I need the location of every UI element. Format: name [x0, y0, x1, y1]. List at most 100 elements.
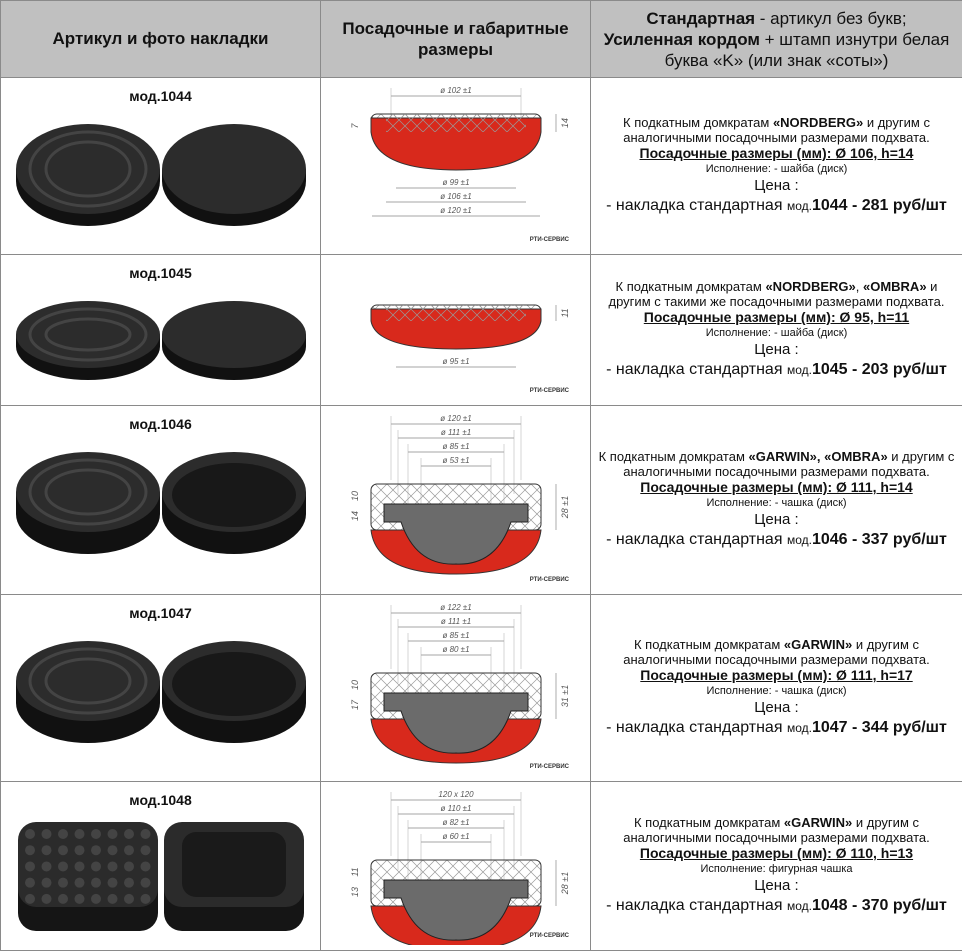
price-label: Цена :	[595, 340, 958, 359]
description-cell: К подкатным домкратам «NORDBERG» и други…	[591, 78, 962, 255]
dimension-label: ø 60 ±1	[442, 832, 469, 841]
dimension-label: 28 ±1	[560, 496, 570, 519]
dimension-label: ø 53 ±1	[442, 456, 469, 465]
brand-name: «GARWIN»	[784, 637, 852, 652]
dimension-label: ø 85 ±1	[442, 631, 469, 640]
pad-photo-bottom-view	[162, 641, 306, 743]
price-prefix: - накладка стандартная	[606, 531, 787, 548]
price-label: Цена :	[595, 176, 958, 195]
header-dimensions: Посадочные и габаритные размеры	[321, 1, 591, 78]
brand-name: «NORDBERG»	[765, 279, 855, 294]
table-row: мод.1045 11 ø 95 ±1 РТИ-СЕРВИС К подкатным…	[1, 255, 962, 406]
price-value: 1045 - 203 руб/шт	[812, 361, 947, 378]
dimension-label: 13	[350, 887, 360, 897]
compatibility-text: К подкатным домкратам «GARWIN», «OMBRA» …	[595, 449, 958, 479]
fit-dimensions: Посадочные размеры (мм): Ø 111, h=14	[595, 479, 958, 496]
price-label: Цена :	[595, 698, 958, 717]
dimension-label: 11	[560, 308, 570, 317]
pad-photo-top-view	[18, 822, 158, 931]
price-line: - накладка стандартная мод.1047 - 344 ру…	[595, 717, 958, 739]
dimension-label: 14	[350, 511, 360, 521]
price-line: - накладка стандартная мод.1048 - 370 ру…	[595, 895, 958, 917]
brand-name: «GARWIN»	[784, 815, 852, 830]
pad-photo-top-view	[16, 452, 160, 554]
dimension-label: 28 ±1	[560, 872, 570, 895]
model-label: мод.1046	[1, 416, 320, 432]
price-prefix: - накладка стандартная	[606, 897, 787, 914]
price-prefix: - накладка стандартная	[606, 719, 787, 736]
dimension-label: 14	[560, 118, 570, 128]
execution-type: Исполнение: - чашка (диск)	[595, 684, 958, 698]
product-photos	[6, 627, 316, 757]
dimension-label: ø 110 ±1	[441, 804, 472, 813]
compatibility-text: К подкатным домкратам «GARWIN» и другим …	[595, 815, 958, 845]
dimension-label: 7	[350, 123, 360, 129]
product-photos	[6, 287, 316, 394]
dimension-drawing: ø 120 ±1 ø 111 ±1 ø 85 ±1 ø 53 ±1 10 14 28 ±1 Р…	[321, 406, 589, 589]
dimension-label: ø 106 ±1	[440, 192, 472, 201]
pad-photo-bottom-view	[162, 124, 306, 226]
product-photos	[6, 438, 316, 568]
fit-dimensions: Посадочные размеры (мм): Ø 95, h=11	[595, 309, 958, 326]
price-value: 1046 - 337 руб/шт	[812, 531, 947, 548]
description-cell: К подкатным домкратам «NORDBERG», «OMBRA…	[591, 255, 962, 406]
pad-photo-bottom-view	[162, 301, 306, 380]
dimension-label: ø 122 ±1	[440, 603, 472, 612]
product-photos	[6, 814, 316, 939]
header-reinforced-label: Усиленная кордом	[604, 30, 760, 49]
pad-photo-bottom-view	[162, 452, 306, 554]
description-cell: К подкатным домкратам «GARWIN», «OMBRA» …	[591, 406, 962, 595]
execution-type: Исполнение: - шайба (диск)	[595, 326, 958, 340]
price-mod: мод.	[787, 199, 812, 213]
price-label: Цена :	[595, 876, 958, 895]
dimension-label: ø 111 ±1	[441, 428, 471, 437]
model-label: мод.1047	[1, 605, 320, 621]
execution-type: Исполнение: - шайба (диск)	[595, 162, 958, 176]
price-mod: мод.	[787, 363, 812, 377]
price-line: - накладка стандартная мод.1046 - 337 ру…	[595, 529, 958, 551]
header-standard-text: - артикул без букв;	[755, 9, 907, 28]
dimension-label: ø 95 ±1	[442, 357, 469, 366]
dimension-label: ø 99 ±1	[442, 178, 469, 187]
dimension-label: 17	[350, 699, 360, 710]
model-label: мод.1045	[1, 265, 320, 281]
product-photos	[6, 110, 316, 240]
price-label: Цена :	[595, 510, 958, 529]
dimension-label: ø 85 ±1	[442, 442, 469, 451]
description-cell: К подкатным домкратам «GARWIN» и другим …	[591, 782, 962, 951]
pad-photo-top-view	[16, 301, 160, 380]
dimension-label: ø 120 ±1	[440, 414, 472, 423]
logo-rti-service: РТИ-СЕРВИС	[530, 933, 570, 939]
dimension-label: 10	[350, 680, 360, 690]
price-mod: мод.	[787, 721, 812, 735]
model-label: мод.1044	[1, 88, 320, 104]
dimension-label: ø 80 ±1	[442, 645, 469, 654]
logo-rti-service: РТИ-СЕРВИС	[530, 237, 570, 243]
dimension-label: ø 111 ±1	[441, 617, 471, 626]
price-mod: мод.	[787, 899, 812, 913]
description-text: К подкатным домкратам	[634, 637, 784, 652]
execution-type: Исполнение: - чашка (диск)	[595, 496, 958, 510]
dimension-label: 10	[350, 491, 360, 501]
fit-dimensions: Посадочные размеры (мм): Ø 110, h=13	[595, 845, 958, 862]
table-row: мод.1047 ø 122 ±1 ø 111 ±1 ø 85 ±1 ø 80 ±1 1…	[1, 595, 962, 782]
compatibility-text: К подкатным домкратам «NORDBERG», «OMBRA…	[595, 279, 958, 309]
description-text: К подкатным домкратам	[634, 815, 784, 830]
logo-rti-service: РТИ-СЕРВИС	[530, 388, 570, 394]
execution-type: Исполнение: фигурная чашка	[595, 862, 958, 876]
dimension-label: ø 120 ±1	[440, 206, 472, 215]
dimension-label: 31 ±1	[560, 685, 570, 707]
dimension-label: 120 x 120	[438, 790, 474, 799]
brand-name: «GARWIN», «OMBRA»	[749, 449, 888, 464]
logo-rti-service: РТИ-СЕРВИС	[530, 577, 570, 583]
compatibility-text: К подкатным домкратам «GARWIN» и другим …	[595, 637, 958, 667]
description-text: К подкатным домкратам	[616, 279, 766, 294]
